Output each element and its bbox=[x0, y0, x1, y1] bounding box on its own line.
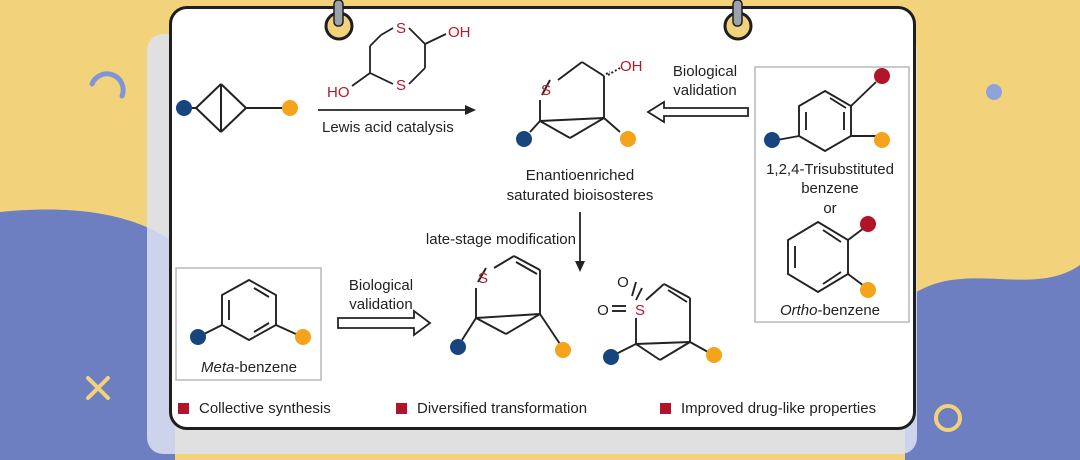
sulfone-oxygen-top: O bbox=[617, 274, 629, 291]
sulfone-oxygen-left: O bbox=[597, 302, 609, 319]
catalysis-label: Lewis acid catalysis bbox=[322, 119, 454, 136]
binder-ring-right bbox=[723, 0, 753, 41]
trisubstituted-label-line1: 1,2,4-Trisubstituted bbox=[766, 161, 894, 178]
ring-decoration bbox=[934, 404, 962, 432]
sulfone-derivative-structure bbox=[612, 281, 709, 361]
legend-drug-like-properties: Improved drug-like properties bbox=[660, 398, 876, 418]
meta-benzene-box bbox=[175, 267, 322, 381]
orange-substituent-dot bbox=[620, 131, 636, 147]
legend-label: Improved drug-like properties bbox=[681, 399, 877, 417]
legend-diversified-transformation: Diversified transformation bbox=[396, 398, 587, 418]
reagent-sulfur-bottom: S bbox=[396, 77, 406, 94]
product-label-line1: Enantioenriched bbox=[526, 167, 634, 184]
dithiane-diol-structure bbox=[351, 27, 447, 87]
legend-marker bbox=[178, 402, 189, 414]
dot-decoration bbox=[986, 84, 1002, 100]
alkene-sulfur-atom: S bbox=[478, 270, 488, 287]
bio-validation-left-line1: Biological bbox=[349, 277, 413, 294]
bio-validation-arrow-right bbox=[646, 100, 749, 124]
blue-substituent-dot bbox=[603, 349, 619, 365]
ortho-benzene-structure bbox=[787, 220, 865, 294]
arc-decoration bbox=[89, 71, 126, 99]
orange-substituent-dot bbox=[706, 347, 722, 363]
product-label-line2: saturated bioisosteres bbox=[507, 187, 654, 204]
orange-substituent-dot bbox=[555, 342, 571, 358]
blue-substituent-dot bbox=[176, 100, 192, 116]
product-hydroxyl: OH bbox=[620, 58, 643, 75]
orange-substituent-dot bbox=[874, 132, 890, 148]
background-wave-right bbox=[905, 265, 1080, 460]
red-substituent-dot bbox=[874, 68, 890, 84]
orange-substituent-dot bbox=[860, 282, 876, 298]
legend-marker bbox=[660, 402, 671, 414]
benzene-comparison-box bbox=[754, 66, 910, 323]
red-substituent-dot bbox=[860, 216, 876, 232]
cross-decoration bbox=[86, 376, 110, 400]
legend-label: Collective synthesis bbox=[199, 399, 331, 417]
legend-collective-synthesis: Collective synthesis bbox=[178, 398, 331, 418]
alkene-derivative-structure bbox=[461, 255, 561, 345]
blue-substituent-dot bbox=[450, 339, 466, 355]
legend-marker bbox=[396, 402, 407, 414]
bicyclobutane-structure bbox=[184, 83, 286, 133]
reaction-arrow bbox=[318, 105, 476, 115]
bio-validation-right-line2: validation bbox=[673, 82, 736, 99]
orange-substituent-dot bbox=[282, 100, 298, 116]
legend-label: Diversified transformation bbox=[417, 399, 588, 417]
bio-validation-arrow-left bbox=[337, 309, 432, 337]
trisubstituted-benzene-structure bbox=[776, 81, 877, 153]
bio-validation-right-line1: Biological bbox=[673, 63, 737, 80]
reagent-hydroxyl-bottom: HO bbox=[327, 84, 350, 101]
late-stage-label: late-stage modification bbox=[426, 231, 576, 248]
product-sulfur-atom: S bbox=[541, 82, 551, 99]
reagent-sulfur-top: S bbox=[396, 20, 406, 37]
orange-substituent-dot bbox=[295, 329, 311, 345]
ortho-benzene-label: Ortho-benzene bbox=[780, 302, 880, 319]
late-stage-arrow bbox=[575, 212, 585, 272]
product-structure bbox=[529, 61, 621, 139]
meta-benzene-structure bbox=[201, 278, 299, 342]
trisubstituted-label-line2: benzene bbox=[801, 180, 859, 197]
blue-substituent-dot bbox=[516, 131, 532, 147]
blue-substituent-dot bbox=[764, 132, 780, 148]
binder-ring-left bbox=[324, 0, 354, 41]
blue-substituent-dot bbox=[190, 329, 206, 345]
or-label: or bbox=[823, 200, 836, 217]
reagent-hydroxyl-top: OH bbox=[448, 24, 471, 41]
background-wave bbox=[0, 209, 175, 460]
bio-validation-left-line2: validation bbox=[349, 296, 412, 313]
sulfone-sulfur-atom: S bbox=[635, 302, 645, 319]
meta-benzene-label: Meta-benzene bbox=[201, 359, 297, 376]
